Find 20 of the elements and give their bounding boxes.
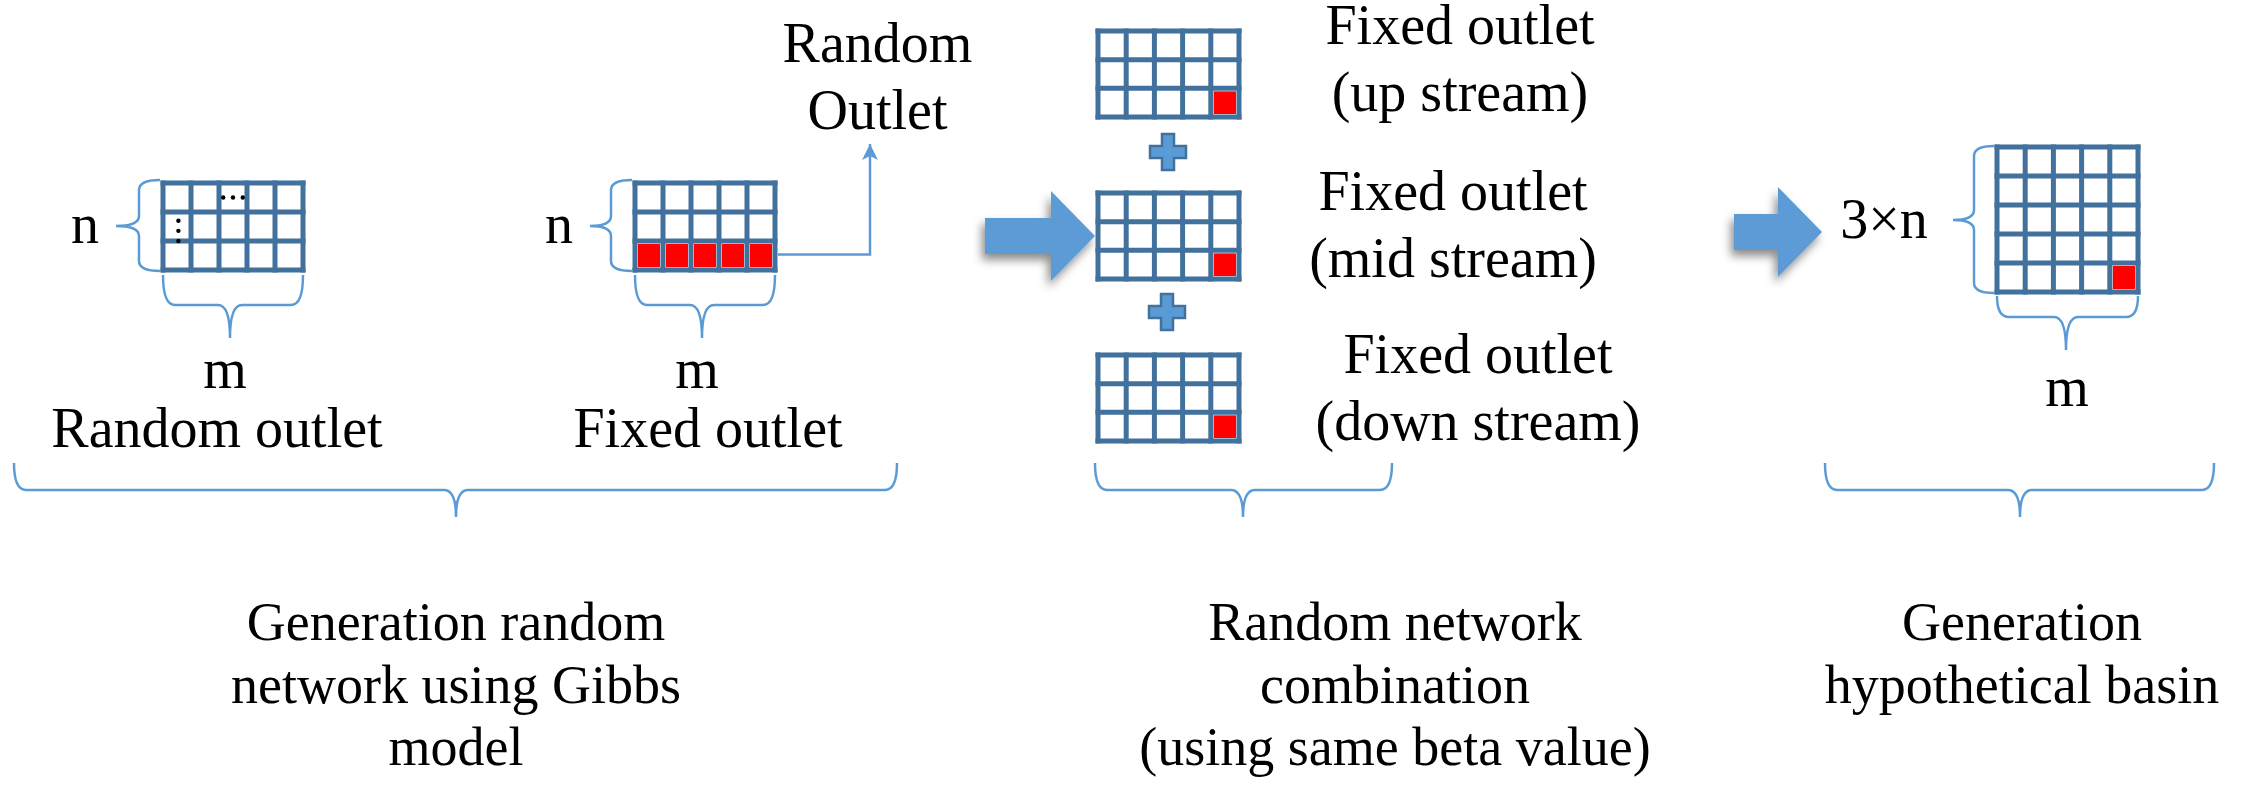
grid-drawing: [1994, 144, 2141, 295]
block-arrow: [985, 191, 1095, 281]
grid-drawing: [1095, 28, 1242, 120]
block-arrow: [1734, 187, 1822, 277]
stage-caption: Random network combination (using same beta value): [1139, 591, 1651, 779]
grid-drawing: [1095, 190, 1242, 282]
grid-caption: Fixed outlet (up stream): [1325, 0, 1595, 125]
arrow: [778, 144, 878, 256]
stage-caption: Generation random network using Gibbs model: [231, 591, 681, 779]
grid-drawing: [1095, 352, 1242, 444]
grid-caption: Fixed outlet (down stream): [1315, 322, 1641, 454]
grid-drawing: [160, 180, 306, 273]
outlet-label: Random Outlet: [760, 10, 995, 144]
dimension-label: m: [2045, 355, 2089, 420]
stage-caption: Generation hypothetical basin: [1824, 591, 2220, 716]
dimension-label: n: [71, 192, 99, 257]
row-count-label: 3×n: [1822, 186, 1946, 253]
dimension-label: n: [545, 192, 573, 257]
grid-caption: Fixed outlet (mid stream): [1309, 159, 1597, 291]
grid-drawing: [632, 180, 778, 273]
